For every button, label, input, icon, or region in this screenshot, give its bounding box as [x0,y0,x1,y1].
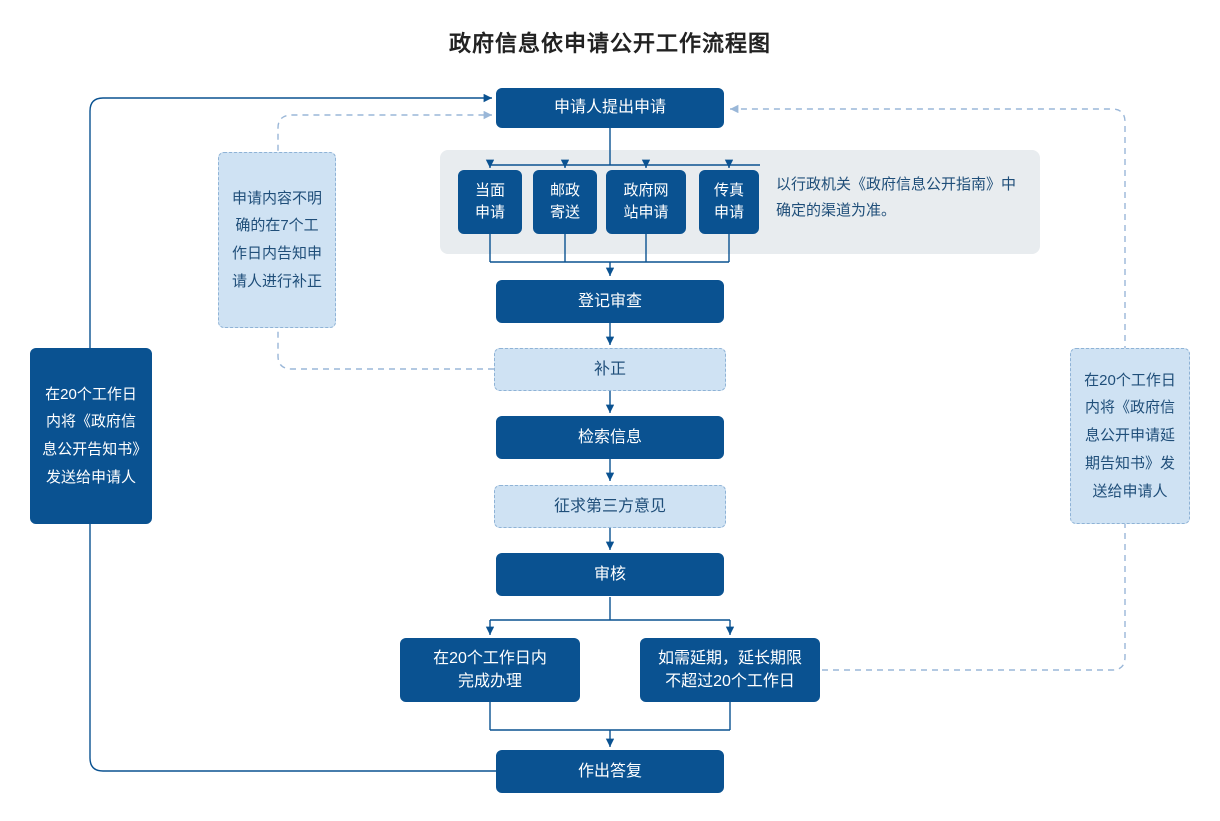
node-review-approval[interactable]: 审核 [496,553,724,596]
node-channel-government-website[interactable]: 政府网 站申请 [606,170,686,234]
page-title: 政府信息依申请公开工作流程图 [448,31,771,56]
node-third-party-opinion[interactable]: 征求第三方意见 [494,485,726,528]
node-retrieve-information[interactable]: 检索信息 [496,416,724,459]
note-right-outer-extension[interactable]: 在20个工作日内将《政府信息公开申请延期告知书》发送给申请人 [1070,348,1190,524]
node-start[interactable]: 申请人提出申请 [496,88,724,128]
note-left-inner-correction[interactable]: 申请内容不明确的在7个工作日内告知申请人进行补正 [218,152,336,328]
node-complete-within-20-days[interactable]: 在20个工作日内 完成办理 [400,638,580,702]
node-supplement-correction[interactable]: 补正 [494,348,726,391]
channels-note: 以行政机关《政府信息公开指南》中确定的渠道为准。 [776,176,1017,220]
node-channel-in-person[interactable]: 当面 申请 [458,170,522,234]
node-channel-fax[interactable]: 传真 申请 [699,170,759,234]
node-registration-review[interactable]: 登记审查 [496,280,724,323]
node-issue-reply[interactable]: 作出答复 [496,750,724,793]
node-channel-postal-mail[interactable]: 邮政 寄送 [533,170,597,234]
node-extension-up-to-20-days[interactable]: 如需延期，延长期限 不超过20个工作日 [640,638,820,702]
note-left-outer-notice[interactable]: 在20个工作日内将《政府信息公开告知书》发送给申请人 [30,348,152,524]
